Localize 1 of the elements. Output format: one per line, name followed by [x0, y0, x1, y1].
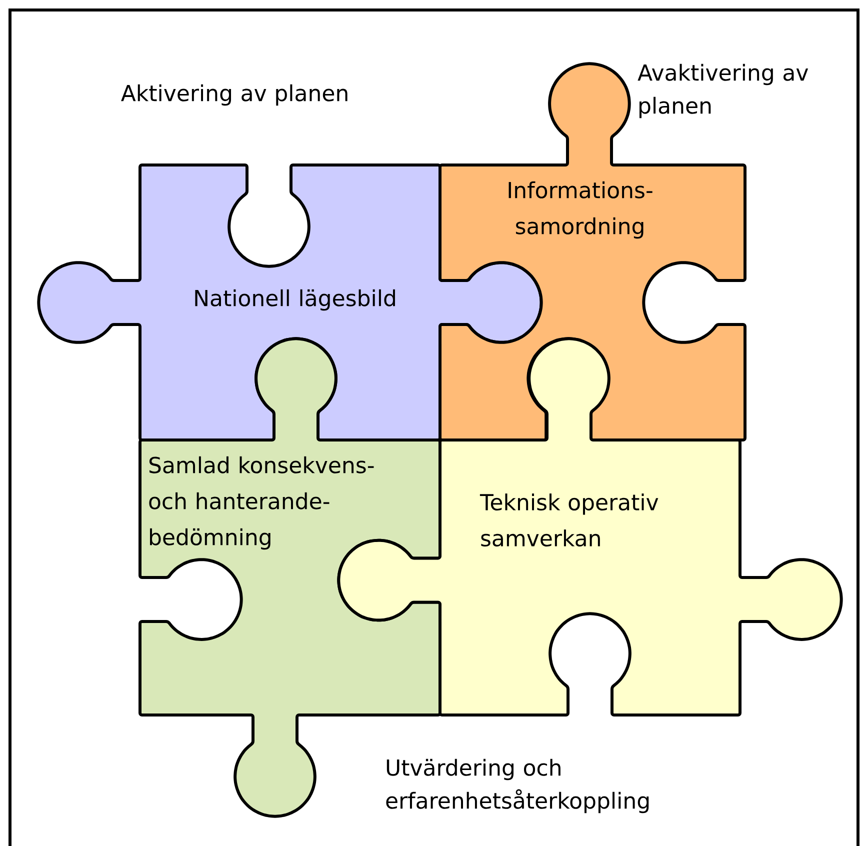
text-label: Aktivering av planen: [121, 84, 348, 106]
